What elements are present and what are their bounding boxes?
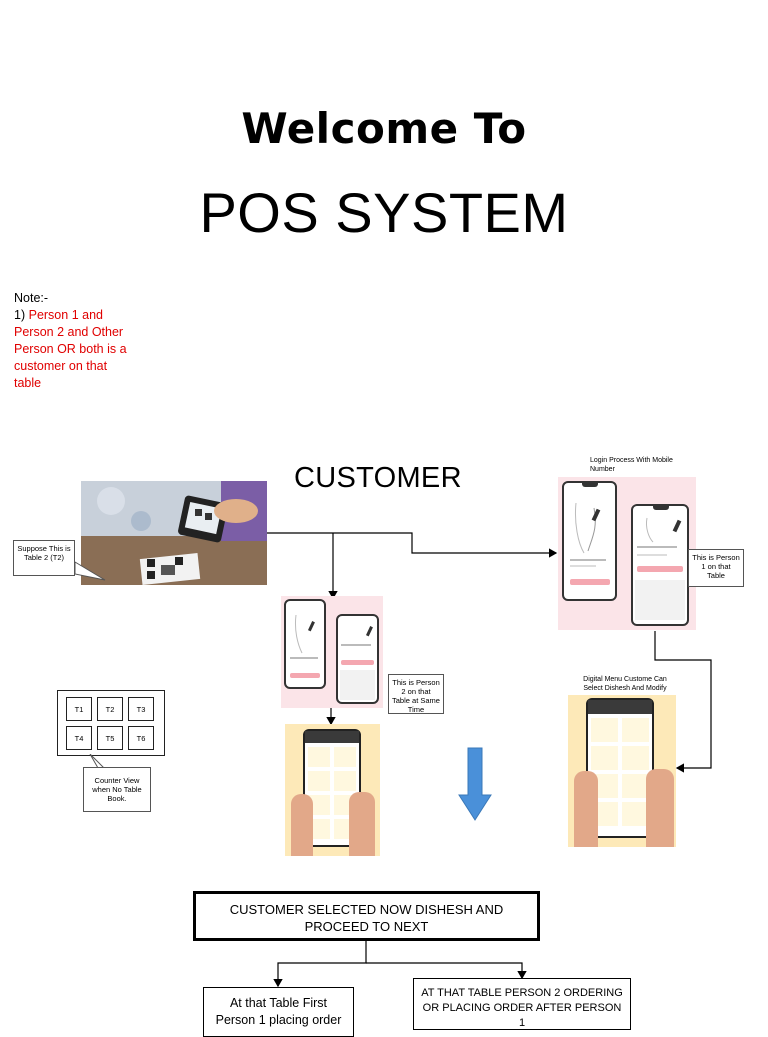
- digital-menu-photo: [568, 695, 676, 847]
- note-label: Note:-: [14, 291, 49, 305]
- welcome-heading: Welcome To: [241, 104, 527, 153]
- callout-pointer: [74, 561, 106, 581]
- callout-table2: Suppose This is Table 2 (T2): [13, 540, 75, 576]
- login-screens-panel: [558, 477, 696, 630]
- note-text: Person 1 and Person 2 and Other Person O…: [14, 308, 127, 390]
- person2-login-illustration: [290, 614, 320, 678]
- table-cell-t4[interactable]: T4: [66, 726, 92, 750]
- down-arrow-icon: [458, 747, 492, 821]
- note-block: Note:- 1) Person 1 and Person 2 and Othe…: [14, 290, 134, 392]
- login-phone-right: [631, 504, 689, 626]
- table-cell-t3[interactable]: T3: [128, 697, 154, 721]
- callout-counter: Counter View when No Table Book.: [83, 767, 151, 812]
- connector-login-menu: [654, 631, 712, 773]
- table-cell-t2[interactable]: T2: [97, 697, 123, 721]
- login-phone-left: [562, 481, 617, 601]
- qr-scan-illustration: [81, 481, 267, 585]
- note-number: 1): [14, 308, 26, 322]
- connector-main-split: [273, 941, 367, 988]
- connector-main-split-right: [366, 962, 527, 980]
- table-cell-t5[interactable]: T5: [97, 726, 123, 750]
- customer-section-title: CUSTOMER: [294, 462, 462, 494]
- pos-system-heading: POS SYSTEM: [199, 181, 569, 244]
- login-illustration: [570, 502, 610, 585]
- person2-login-panel: [281, 596, 383, 708]
- person2-phone-left: [284, 599, 326, 689]
- digital-menu-phone: [586, 698, 654, 838]
- flow-person2-box: AT THAT TABLE PERSON 2 ORDERING OR PLACI…: [413, 978, 631, 1030]
- table-grid: T1 T2 T3 T4 T5 T6: [57, 690, 165, 756]
- table-cell-t1[interactable]: T1: [66, 697, 92, 721]
- table-cell-t6[interactable]: T6: [128, 726, 154, 750]
- connector-photo-login: [266, 532, 558, 558]
- menu-label: Digital Menu Custome Can Select Dishesh …: [583, 676, 667, 692]
- qr-scan-photo: [81, 481, 267, 585]
- callout-person2: This is Person 2 on that Table at Same T…: [388, 674, 444, 714]
- person2-phone-right: [336, 614, 379, 704]
- person2-keypad-illustration: [340, 626, 375, 700]
- callout-person1: This is Person 1 on that Table: [688, 549, 744, 587]
- flow-main-box: CUSTOMER SELECTED NOW DISHESH AND PROCEE…: [193, 891, 540, 941]
- login-keypad-illustration: [635, 517, 685, 620]
- login-label: Login Process With Mobile Number: [590, 457, 673, 473]
- person2-menu-photo: [285, 724, 380, 856]
- flow-person1-box: At that Table First Person 1 placing ord…: [203, 987, 354, 1037]
- note-item: 1) Person 1 and Person 2 and Other Perso…: [14, 307, 134, 392]
